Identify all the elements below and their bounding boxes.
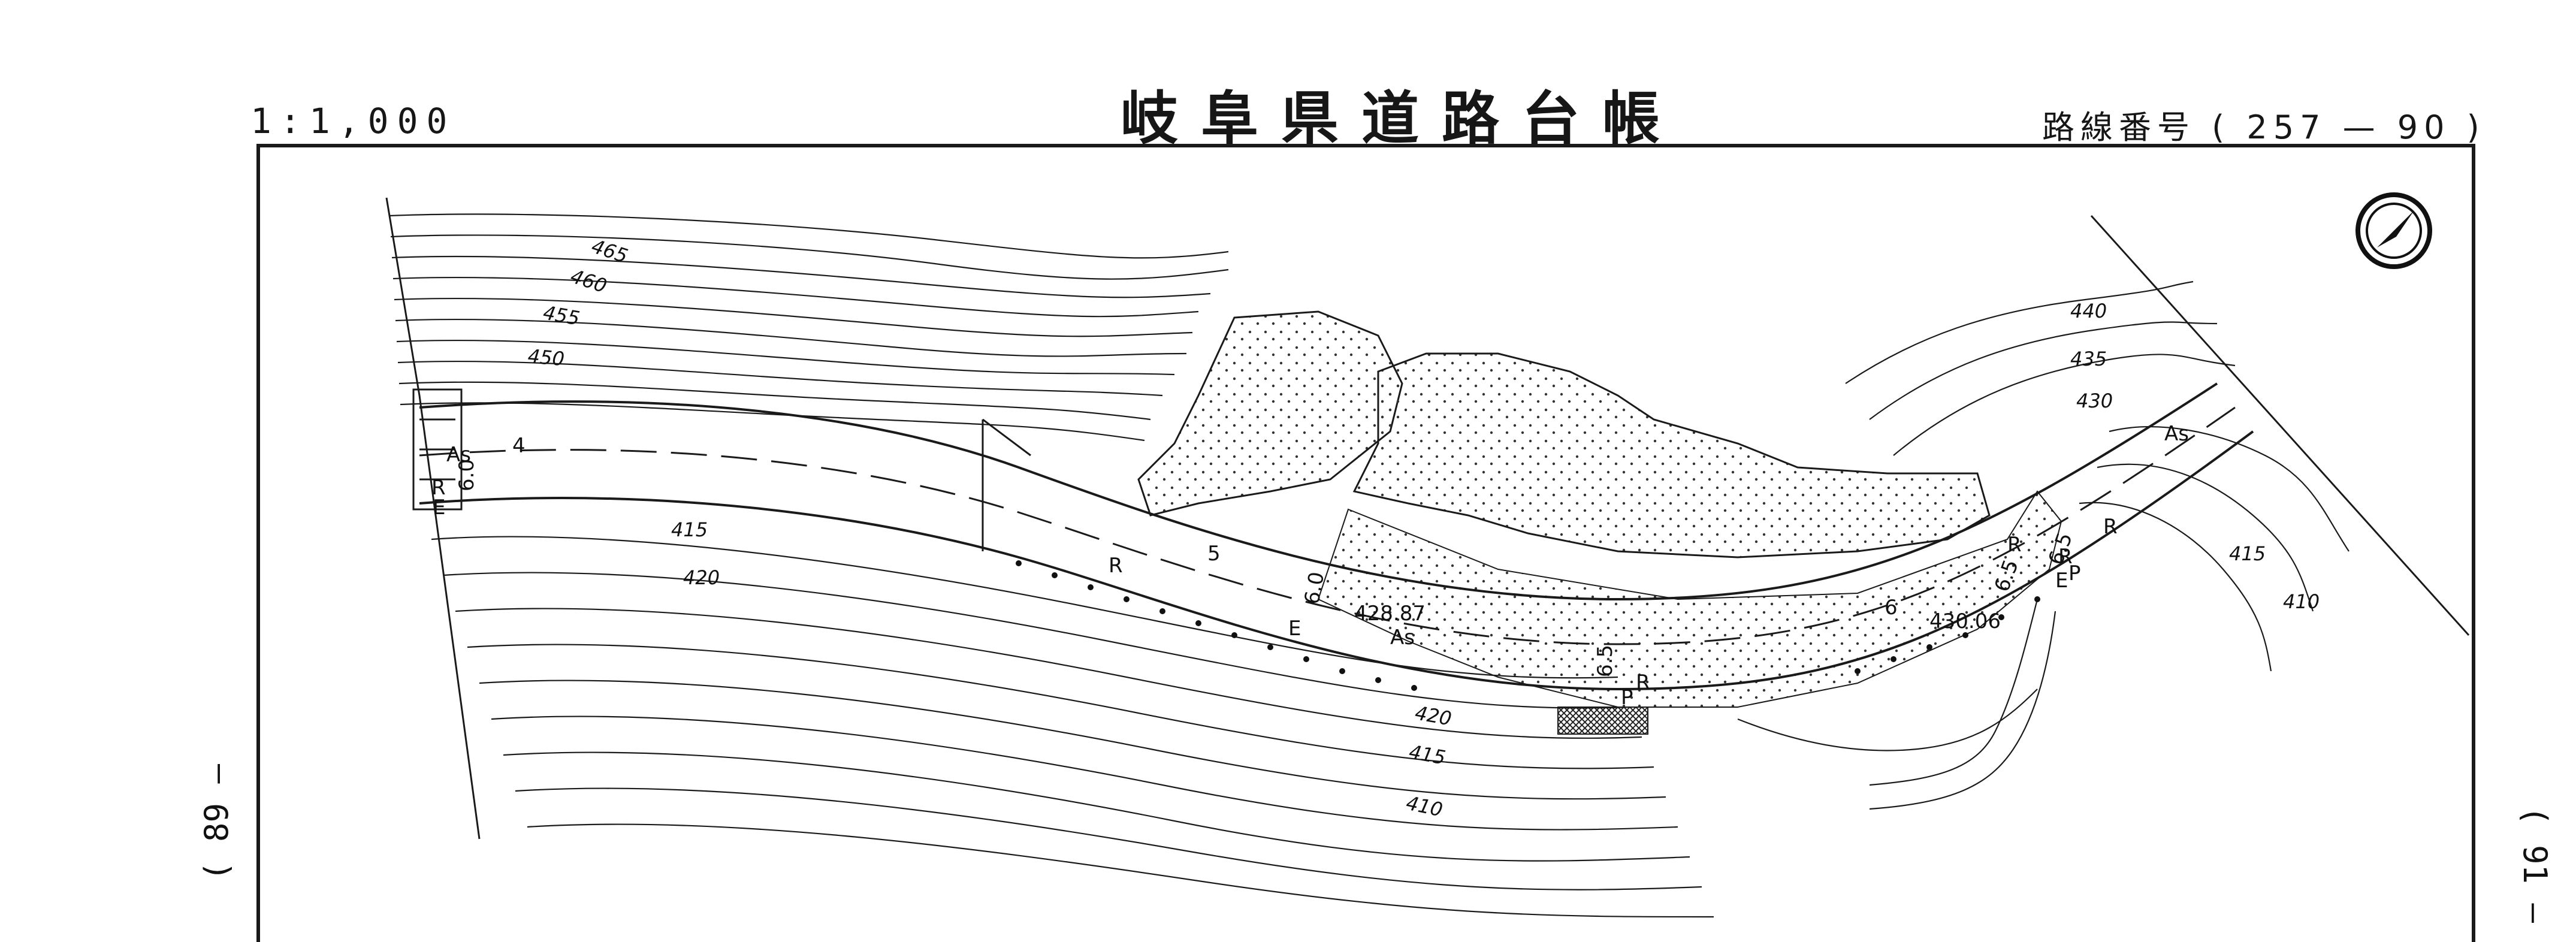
contour-label: 465 [589, 234, 631, 267]
road-corridor [419, 382, 2254, 691]
contour-label: 420 [683, 566, 720, 589]
page-title: 岐阜県道路台帳 [1121, 84, 1683, 152]
north-arrow-icon [2355, 192, 2432, 269]
contour-label: 420 [1414, 701, 1454, 730]
r-marker: R [1109, 554, 1123, 578]
left-structure [412, 388, 463, 511]
station-label: 4 [512, 434, 526, 458]
pavement-label: As [2164, 422, 2189, 446]
map-extent-boundary [385, 197, 2470, 840]
road-width-label: 6.0 [455, 459, 479, 491]
pavement-label: As [1390, 626, 1415, 650]
contour-label: 430 [2076, 390, 2113, 412]
pavement-label: As [446, 443, 471, 467]
map-frame [256, 144, 2475, 942]
station-label: 5 [1207, 542, 1221, 566]
elevation-label: 428.87 [1354, 602, 1426, 626]
r-marker: R [431, 476, 446, 500]
r-marker: R [2007, 533, 2022, 557]
road-width-label: 6.5 [1593, 645, 1617, 677]
contour-label: 415 [1408, 740, 1448, 769]
r-marker: R [1636, 671, 1650, 695]
elevation-label: 430.06 [1929, 609, 2001, 633]
road-width-label: 6.0 [1300, 570, 1329, 606]
road-edge-markers [1016, 560, 2040, 691]
contour-label: 450 [527, 345, 565, 370]
station-label: 6 [1885, 596, 1898, 620]
contour-label: 440 [2070, 300, 2107, 322]
contour-label: 410 [1404, 792, 1445, 822]
map-scale: 1:1,000 [250, 101, 456, 141]
e-marker: E [1288, 617, 1301, 641]
contour-label: 415 [2229, 542, 2266, 565]
contour-label: 455 [542, 301, 582, 330]
contour-label: 435 [2070, 348, 2107, 370]
r-marker: R [2103, 515, 2118, 539]
contours-upper-left [389, 213, 1229, 442]
route-number: 路線番号 ( 257 — 90 ) [2042, 108, 2486, 146]
r-marker: R [2058, 545, 2073, 569]
p-marker: P [1621, 686, 1633, 709]
e-marker: E [433, 496, 445, 520]
contours-lower [431, 536, 1714, 918]
contour-label: 410 [2283, 590, 2320, 613]
contour-label: 460 [568, 264, 610, 297]
e-marker: E [2055, 569, 2068, 593]
p-marker: P [2068, 561, 2081, 585]
contour-label: 415 [671, 518, 708, 541]
culvert-hatch [1557, 707, 1648, 735]
contours-right [1737, 280, 2349, 810]
